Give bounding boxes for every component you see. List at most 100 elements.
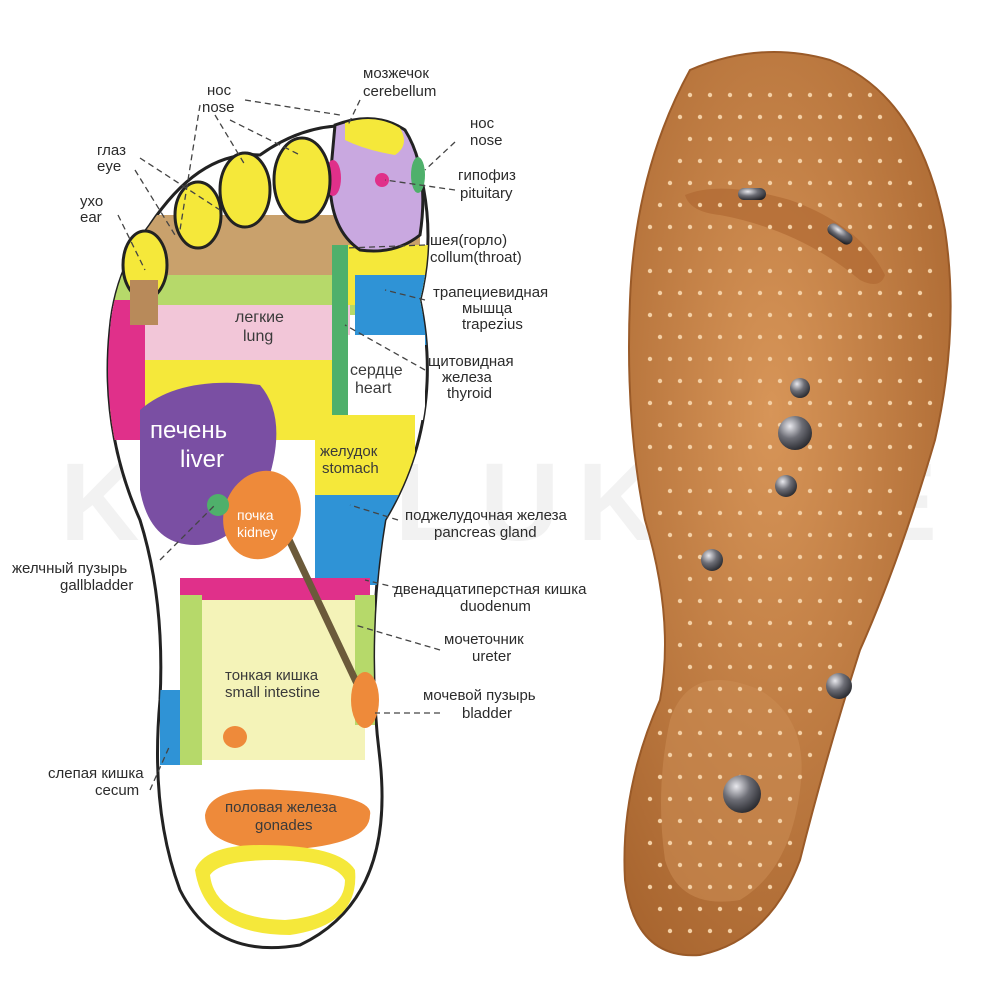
ventilation-hole [677, 774, 683, 780]
ventilation-hole [697, 906, 703, 912]
ventilation-hole [747, 620, 753, 626]
ventilation-hole [737, 598, 743, 604]
ventilation-hole [737, 642, 743, 648]
ventilation-hole [847, 356, 853, 362]
ventilation-hole [807, 92, 813, 98]
ventilation-hole [857, 246, 863, 252]
ventilation-hole [807, 620, 813, 626]
ventilation-hole [657, 334, 663, 340]
ventilation-hole [677, 730, 683, 736]
ventilation-hole [647, 224, 653, 230]
appendix-spot [223, 726, 247, 748]
ventilation-hole [767, 796, 773, 802]
ventilation-hole [887, 532, 893, 538]
ventilation-hole [837, 202, 843, 208]
ventilation-hole [877, 554, 883, 560]
ventilation-hole [897, 246, 903, 252]
ventilation-hole [727, 224, 733, 230]
ventilation-hole [767, 884, 773, 890]
ventilation-hole [747, 312, 753, 318]
magnet-6 [723, 775, 761, 813]
trapezius-en: trapezius [462, 316, 523, 333]
ventilation-hole [767, 312, 773, 318]
ventilation-hole [647, 356, 653, 362]
nose-right-ru: нос [470, 115, 495, 132]
ventilation-hole [707, 752, 713, 758]
ventilation-hole [687, 840, 693, 846]
ventilation-hole [687, 752, 693, 758]
ventilation-hole [797, 598, 803, 604]
ventilation-hole [747, 356, 753, 362]
ventilation-hole [707, 180, 713, 186]
ventilation-hole [757, 774, 763, 780]
ventilation-hole [787, 92, 793, 98]
ventilation-hole [757, 906, 763, 912]
ventilation-hole [777, 114, 783, 120]
ventilation-hole [917, 334, 923, 340]
gonades-label-ru: половая железа [225, 799, 337, 816]
ventilation-hole [657, 774, 663, 780]
ventilation-hole [747, 268, 753, 274]
ventilation-hole [807, 532, 813, 538]
ventilation-hole [737, 378, 743, 384]
ventilation-hole [687, 356, 693, 362]
ventilation-hole [667, 884, 673, 890]
ventilation-hole [807, 488, 813, 494]
trapezius-zone [355, 275, 428, 345]
ventilation-hole [667, 796, 673, 802]
ventilation-hole [887, 224, 893, 230]
ventilation-hole [737, 334, 743, 340]
ventilation-hole [887, 356, 893, 362]
ventilation-hole [657, 466, 663, 472]
heart-zone [345, 335, 425, 420]
ventilation-hole [777, 862, 783, 868]
ventilation-hole [817, 466, 823, 472]
ventilation-hole [767, 576, 773, 582]
ventilation-hole [807, 180, 813, 186]
ventilation-hole [647, 312, 653, 318]
ventilation-hole [857, 378, 863, 384]
ventilation-hole [827, 356, 833, 362]
ventilation-hole [837, 466, 843, 472]
ventilation-hole [737, 114, 743, 120]
ventilation-hole [707, 312, 713, 318]
ventilation-hole [707, 664, 713, 670]
ventilation-hole [777, 466, 783, 472]
kidney-zone [223, 470, 301, 560]
ventilation-hole [807, 576, 813, 582]
ventilation-hole [917, 422, 923, 428]
ventilation-hole [887, 180, 893, 186]
ventilation-hole [867, 268, 873, 274]
ventilation-hole [667, 312, 673, 318]
cecum-ru: слепая кишка [48, 765, 144, 782]
ventilation-hole [807, 708, 813, 714]
ventilation-hole [767, 532, 773, 538]
ventilation-hole [817, 202, 823, 208]
ventilation-hole [807, 400, 813, 406]
ventilation-hole [687, 312, 693, 318]
ventilation-hole [787, 796, 793, 802]
ventilation-hole [647, 840, 653, 846]
ventilation-hole [867, 136, 873, 142]
ventilation-hole [787, 752, 793, 758]
ventilation-hole [797, 114, 803, 120]
ventilation-hole [667, 752, 673, 758]
ventilation-hole [927, 400, 933, 406]
ventilation-hole [767, 444, 773, 450]
ventilation-hole [877, 246, 883, 252]
ventilation-hole [677, 158, 683, 164]
bladder-en: bladder [462, 705, 512, 722]
ventilation-hole [767, 400, 773, 406]
ventilation-hole [707, 400, 713, 406]
throat-en: collum(throat) [430, 249, 522, 266]
ventilation-hole [817, 642, 823, 648]
ventilation-hole [727, 488, 733, 494]
trapezius-ru2: мышца [462, 300, 513, 317]
ventilation-hole [807, 752, 813, 758]
ventilation-hole [867, 576, 873, 582]
magnet-5 [826, 673, 852, 699]
ventilation-hole [807, 136, 813, 142]
magnet-bar-1 [738, 188, 766, 200]
ventilation-hole [707, 488, 713, 494]
ventilation-hole [677, 554, 683, 560]
